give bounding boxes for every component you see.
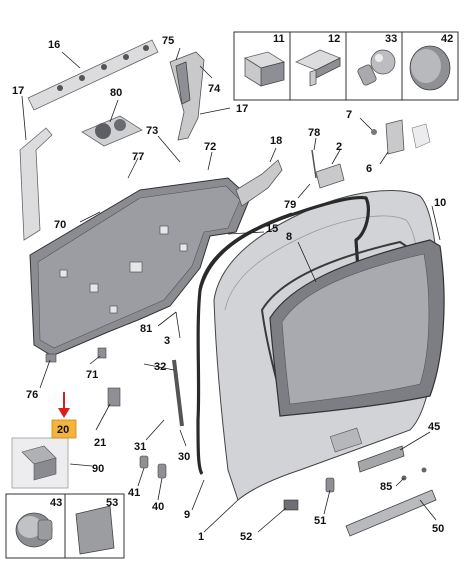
callout-53: 53	[106, 497, 118, 509]
callout-16: 16	[48, 39, 60, 51]
part-32-strut	[172, 359, 184, 427]
part-78-bolt	[311, 149, 317, 179]
red-arrow-head	[58, 408, 70, 418]
part-10-rear-glass	[269, 239, 445, 417]
callout-11: 11	[273, 33, 285, 45]
part-71-clip	[97, 347, 107, 359]
callout-41: 41	[128, 487, 140, 499]
callout-2: 2	[336, 141, 342, 153]
callout-50: 50	[432, 523, 444, 535]
callout-20: 20	[57, 424, 69, 436]
callout-51: 51	[314, 515, 326, 527]
callout-12: 12	[328, 33, 340, 45]
part-85-fasteners	[401, 467, 427, 481]
callout-18: 18	[270, 135, 282, 147]
inset-boxes-bottom: 43 53	[5, 493, 125, 559]
part-42-cap	[409, 45, 451, 91]
part-53-pad	[75, 505, 115, 555]
callout-9: 9	[184, 509, 190, 521]
part-17-right-trim	[169, 51, 205, 141]
part-2-hinge	[315, 163, 345, 189]
callout-76: 76	[26, 389, 38, 401]
part-33-ball-stud	[357, 49, 396, 86]
callout-17-right: 17	[236, 103, 248, 115]
callout-15: 15	[266, 223, 278, 235]
part-45-light	[357, 445, 405, 473]
callout-40: 40	[152, 501, 164, 513]
callout-31: 31	[134, 441, 146, 453]
part-40-bump-stop	[157, 463, 167, 479]
callout-79: 79	[284, 199, 296, 211]
highlight-20: 20	[51, 392, 77, 439]
part-43-cap	[15, 512, 53, 548]
callout-81: 81	[140, 323, 152, 335]
part-7-fastener	[371, 129, 377, 135]
callout-32: 32	[154, 361, 166, 373]
callout-labels: 16 75 17 80 74 17 73 18 78 7 72 2 77 6 7…	[12, 35, 446, 543]
callout-70: 70	[54, 219, 66, 231]
part-15-inner-panel	[29, 177, 251, 357]
part-16-upper-trim	[27, 39, 159, 111]
part-41-bump-stop	[139, 455, 149, 469]
callout-71: 71	[86, 369, 98, 381]
callout-1: 1	[198, 531, 204, 543]
callout-7: 7	[346, 109, 352, 121]
callout-17-left: 17	[12, 85, 24, 97]
callout-74: 74	[208, 83, 221, 95]
part-18-trim-piece	[235, 159, 283, 207]
callout-75: 75	[162, 35, 174, 47]
callout-10: 10	[434, 197, 446, 209]
callout-3: 3	[164, 335, 170, 347]
part-80-speaker	[81, 115, 143, 147]
callout-78: 78	[308, 127, 320, 139]
inset-boxes-top: 11 12 33 42	[233, 31, 459, 101]
leader-lines	[21, 47, 441, 533]
callout-85: 85	[380, 481, 392, 493]
callout-52: 52	[240, 531, 252, 543]
part-76-clip	[45, 353, 57, 363]
callout-8: 8	[286, 231, 292, 243]
callout-90: 90	[92, 463, 104, 475]
part-6-striker	[385, 119, 431, 155]
callout-42: 42	[441, 33, 453, 45]
part-9-seal-top	[198, 212, 293, 291]
part-51-lamp	[325, 477, 335, 493]
callout-43: 43	[50, 497, 62, 509]
callout-33: 33	[385, 33, 397, 45]
part-90-connector	[11, 437, 69, 489]
callout-77: 77	[132, 151, 144, 163]
part-12-bracket	[295, 49, 341, 87]
part-17-left-trim	[19, 127, 53, 241]
callout-30: 30	[178, 451, 190, 463]
part-52-switch	[283, 499, 299, 511]
highlight-box-20	[51, 419, 77, 439]
part-50-trim-strip	[345, 489, 437, 537]
callout-21: 21	[94, 437, 106, 449]
callout-45: 45	[428, 421, 440, 433]
callout-72: 72	[204, 141, 216, 153]
callout-73: 73	[146, 125, 158, 137]
callout-80: 80	[110, 87, 122, 99]
part-11-foam-block	[244, 51, 285, 87]
part-21-actuator	[107, 387, 121, 407]
callout-6: 6	[366, 163, 372, 175]
